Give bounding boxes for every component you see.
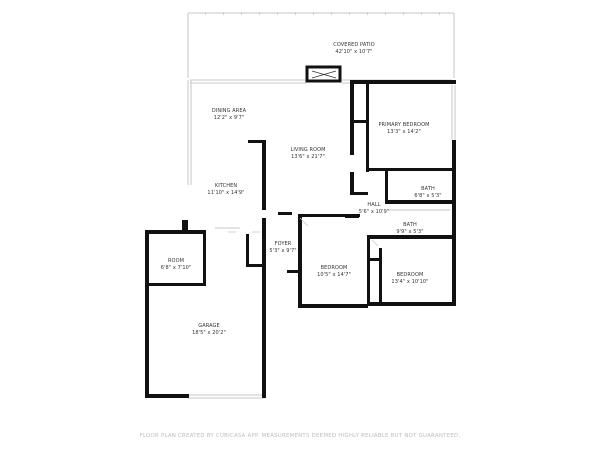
bath-2-size: 9'9" x 5'3" xyxy=(396,229,423,235)
footer-credit: FLOOR PLAN CREATED BY CUBICASA APP. MEAS… xyxy=(140,433,461,439)
bedroom-2-size: 13'4" x 10'10" xyxy=(391,279,428,285)
bath-2-name: BATH xyxy=(403,222,417,228)
hall-name: HALL xyxy=(367,202,380,208)
hall-size: 5'6" x 10'9" xyxy=(359,209,390,215)
kitchen-name: KITCHEN xyxy=(215,183,238,189)
foyer-name: FOYER xyxy=(275,241,292,247)
foyer-size: 5'3" x 9'7" xyxy=(269,248,296,254)
walls xyxy=(145,80,456,398)
living-room-size: 13'6" x 21'7" xyxy=(291,154,325,160)
primary-bedroom-size: 13'3" x 14'2" xyxy=(387,129,421,135)
patio-dot-marks xyxy=(205,12,440,15)
primary-bedroom-name: PRIMARY BEDROOM xyxy=(378,122,429,128)
bedroom-1-size: 10'5" x 14'7" xyxy=(317,272,351,278)
bedroom-1-name: BEDROOM xyxy=(321,265,348,271)
dining-area-size: 12'2" x 9'7" xyxy=(214,115,245,121)
room-name: ROOM xyxy=(168,258,184,264)
room-labels: COVERED PATIO 42'10" x 10'7" PRIMARY BED… xyxy=(161,42,442,336)
patio-outline xyxy=(187,12,455,78)
bath-1-size: 6'8" x 5'3" xyxy=(414,193,441,199)
room-size: 6'8" x 7'10" xyxy=(161,265,192,271)
door-hints xyxy=(228,217,379,247)
dining-area-name: DINING AREA xyxy=(212,108,247,114)
living-room-name: LIVING ROOM xyxy=(290,147,325,153)
garage-name: GARAGE xyxy=(198,323,220,329)
bath-1-name: BATH xyxy=(421,186,435,192)
covered-patio-size: 42'10" x 10'7" xyxy=(335,49,372,55)
bedroom-2-name: BEDROOM xyxy=(397,272,424,278)
covered-patio-name: COVERED PATIO xyxy=(333,42,374,48)
kitchen-size: 11'10" x 14'9" xyxy=(207,190,244,196)
garage-size: 18'5" x 20'2" xyxy=(192,330,226,336)
fireplace xyxy=(305,65,342,83)
